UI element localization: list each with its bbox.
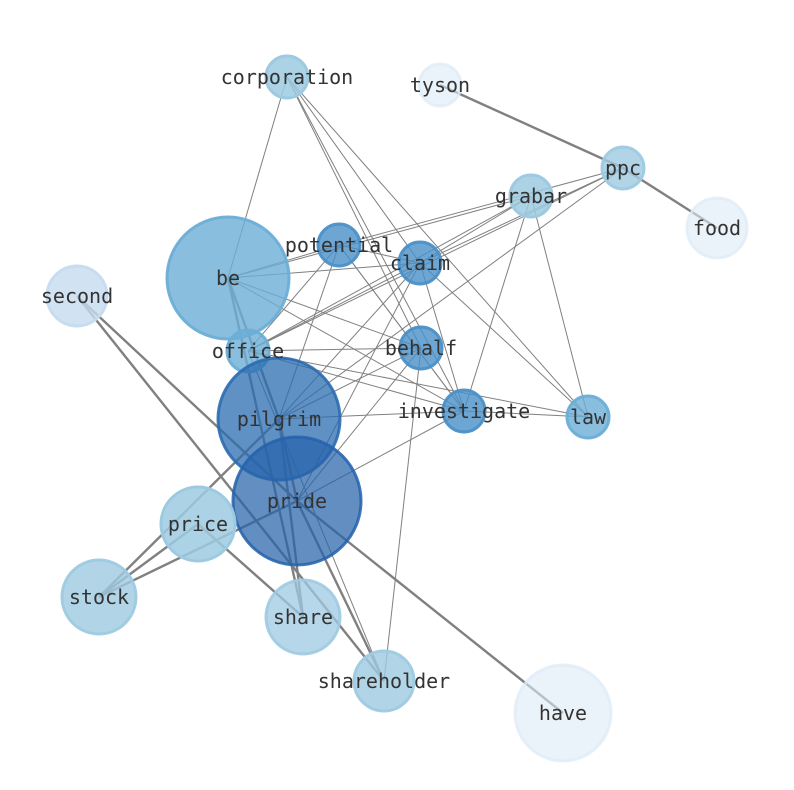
node-corporation (264, 54, 310, 100)
node-label-share: share (273, 605, 333, 629)
node-label-office: office (212, 339, 284, 363)
edge-potential-office (247, 244, 340, 352)
edge-claim-investigate (419, 262, 465, 412)
edge-corporation-behalf (286, 76, 422, 349)
node-shareholder (352, 649, 416, 713)
node-label-grabar: grabar (495, 184, 567, 208)
node-share (264, 578, 342, 656)
edge-grabar-law (530, 195, 589, 418)
edge-ppc-potential (338, 167, 624, 246)
node-label-be: be (216, 266, 240, 290)
node-food (685, 196, 749, 260)
node-ppc (600, 145, 646, 191)
node-label-food: food (693, 216, 741, 240)
edge-ppc-pilgrim (278, 167, 624, 420)
node-have (513, 663, 613, 763)
node-tyson (417, 62, 463, 108)
edge-office-law (247, 350, 589, 418)
node-label-law: law (570, 405, 607, 429)
nodes-layer (45, 54, 749, 763)
node-label-corporation: corporation (221, 65, 353, 89)
node-second (45, 264, 109, 328)
node-label-stock: stock (69, 585, 129, 609)
labels-layer: corporation tyson ppc grabar food potentialcl… (41, 65, 741, 725)
node-label-tyson: tyson (410, 73, 470, 97)
edge-office-behalf (247, 347, 422, 352)
edge-grabar-investigate (463, 195, 532, 412)
node-label-pilgrim: pilgrim (237, 407, 321, 431)
edge-investigate-potential (338, 244, 465, 412)
edge-behalf-shareholder (383, 347, 422, 682)
node-label-claim: claim (390, 251, 450, 275)
node-potential (316, 222, 362, 268)
node-label-potential: potential (285, 233, 393, 257)
edge-claim-office (247, 262, 421, 352)
edge-tyson-ppc (439, 83, 624, 170)
node-label-behalf: behalf (385, 336, 457, 360)
node-label-shareholder: shareholder (318, 669, 450, 693)
node-label-have: have (539, 701, 587, 725)
node-label-second: second (41, 284, 113, 308)
edge-grabar-office (247, 195, 532, 352)
node-investigate (441, 388, 487, 434)
node-claim (397, 240, 443, 286)
node-behalf (398, 325, 444, 371)
node-label-pride: pride (267, 489, 327, 513)
node-price (159, 485, 237, 563)
node-label-ppc: ppc (605, 156, 641, 180)
node-stock (60, 558, 138, 636)
node-be (165, 215, 291, 341)
node-pride (231, 435, 363, 567)
node-law (565, 394, 611, 440)
node-label-price: price (168, 512, 228, 536)
node-grabar (508, 173, 554, 219)
edge-claim-law (419, 262, 589, 418)
node-label-investigate: investigate (398, 399, 530, 423)
